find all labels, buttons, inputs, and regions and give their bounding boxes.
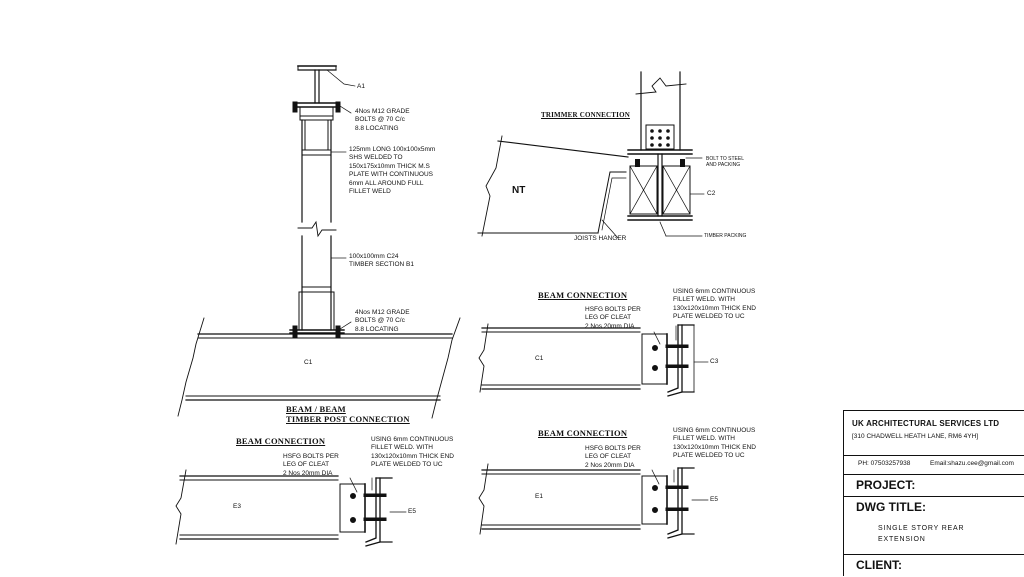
note-weld-e1: USING 6mm CONTINUOUS FILLET WELD. WITH 1… xyxy=(673,427,756,460)
label-column-e5-left: E5 xyxy=(408,508,416,515)
label-joists-hanger: JOISTS HANGER xyxy=(574,235,627,242)
note-bolt-to-steel: BOLT TO STEEL AND PACKING xyxy=(706,156,744,168)
title-block-client-row: CLIENT: xyxy=(844,554,1024,577)
label-beam-c1-elev: C1 xyxy=(535,355,544,362)
note-hsfg-e3: HSFG BOLTS PER LEG OF CLEAT 2 Nos 20mm D… xyxy=(283,453,339,477)
title-timber-post: BEAM / BEAM TIMBER POST CONNECTION xyxy=(286,404,410,424)
label-c2: C2 xyxy=(707,190,716,197)
title-block-project-row: PROJECT: xyxy=(844,474,1024,497)
note-weld-c1: USING 6mm CONTINUOUS FILLET WELD. WITH 1… xyxy=(673,288,756,321)
title-trimmer: TRIMMER CONNECTION xyxy=(541,111,630,119)
label-column-c3: C3 xyxy=(710,358,719,365)
beam-connection-e3 xyxy=(175,469,407,547)
note-weld-e3: USING 6mm CONTINUOUS FILLET WELD. WITH 1… xyxy=(371,436,454,469)
note-shs: 125mm LONG 100x100x5mm SHS WELDED TO 150… xyxy=(349,146,436,196)
note-hsfg-e1: HSFG BOLTS PER LEG OF CLEAT 2 Nos 20mm D… xyxy=(585,445,641,469)
note-hsfg-c1: HSFG BOLTS PER LEG OF CLEAT 2 Nos 20mm D… xyxy=(585,306,641,330)
title-beam-connection-e3: BEAM CONNECTION xyxy=(236,436,326,446)
note-bolts-top: 4Nos M12 GRADE BOLTS @ 70 C/c 8.8 LOCATI… xyxy=(355,108,410,132)
label-nt: NT xyxy=(512,185,526,196)
trimmer-detail xyxy=(477,71,705,239)
client-label: CLIENT: xyxy=(856,558,902,572)
title-block-dwg-row: DWG TITLE: SINGLE STORY REAR EXTENSION xyxy=(844,496,1024,555)
company-email: Email:shazu.cee@gmail.com xyxy=(930,460,1014,467)
label-column-e5-right: E5 xyxy=(710,496,718,503)
beam-connection-e1 xyxy=(478,463,709,539)
title-block: UK ARCHITECTURAL SERVICES LTD [310 CHADW… xyxy=(843,410,1024,576)
note-timber-section: 100x100mm C24 TIMBER SECTION B1 xyxy=(349,253,415,269)
title-block-contact-row: PH: 07503257938 Email:shazu.cee@gmail.co… xyxy=(844,455,1024,475)
company-address: [310 CHADWELL HEATH LANE, RM6 4YH] xyxy=(852,433,979,440)
label-a1: A1 xyxy=(357,83,365,90)
dwg-title-label: DWG TITLE: xyxy=(856,500,926,514)
title-block-company-row: UK ARCHITECTURAL SERVICES LTD [310 CHADW… xyxy=(844,411,1024,456)
beam-connection-c1 xyxy=(478,323,709,397)
label-beam-c1: C1 xyxy=(304,359,313,366)
label-beam-e3: E3 xyxy=(233,503,241,510)
company-name: UK ARCHITECTURAL SERVICES LTD xyxy=(852,419,1000,428)
label-timber-packing: TIMBER PACKING xyxy=(704,233,747,239)
title-beam-connection-e1: BEAM CONNECTION xyxy=(538,428,628,438)
dwg-title-value: SINGLE STORY REAR EXTENSION xyxy=(878,525,965,543)
timber-post-detail xyxy=(177,65,461,419)
company-phone: PH: 07503257938 xyxy=(858,460,911,467)
label-beam-e1: E1 xyxy=(535,493,543,500)
title-beam-connection-c1: BEAM CONNECTION xyxy=(538,290,628,300)
project-label: PROJECT: xyxy=(856,478,916,492)
note-bolts-bottom: 4Nos M12 GRADE BOLTS @ 70 C/c 8.8 LOCATI… xyxy=(355,309,410,333)
